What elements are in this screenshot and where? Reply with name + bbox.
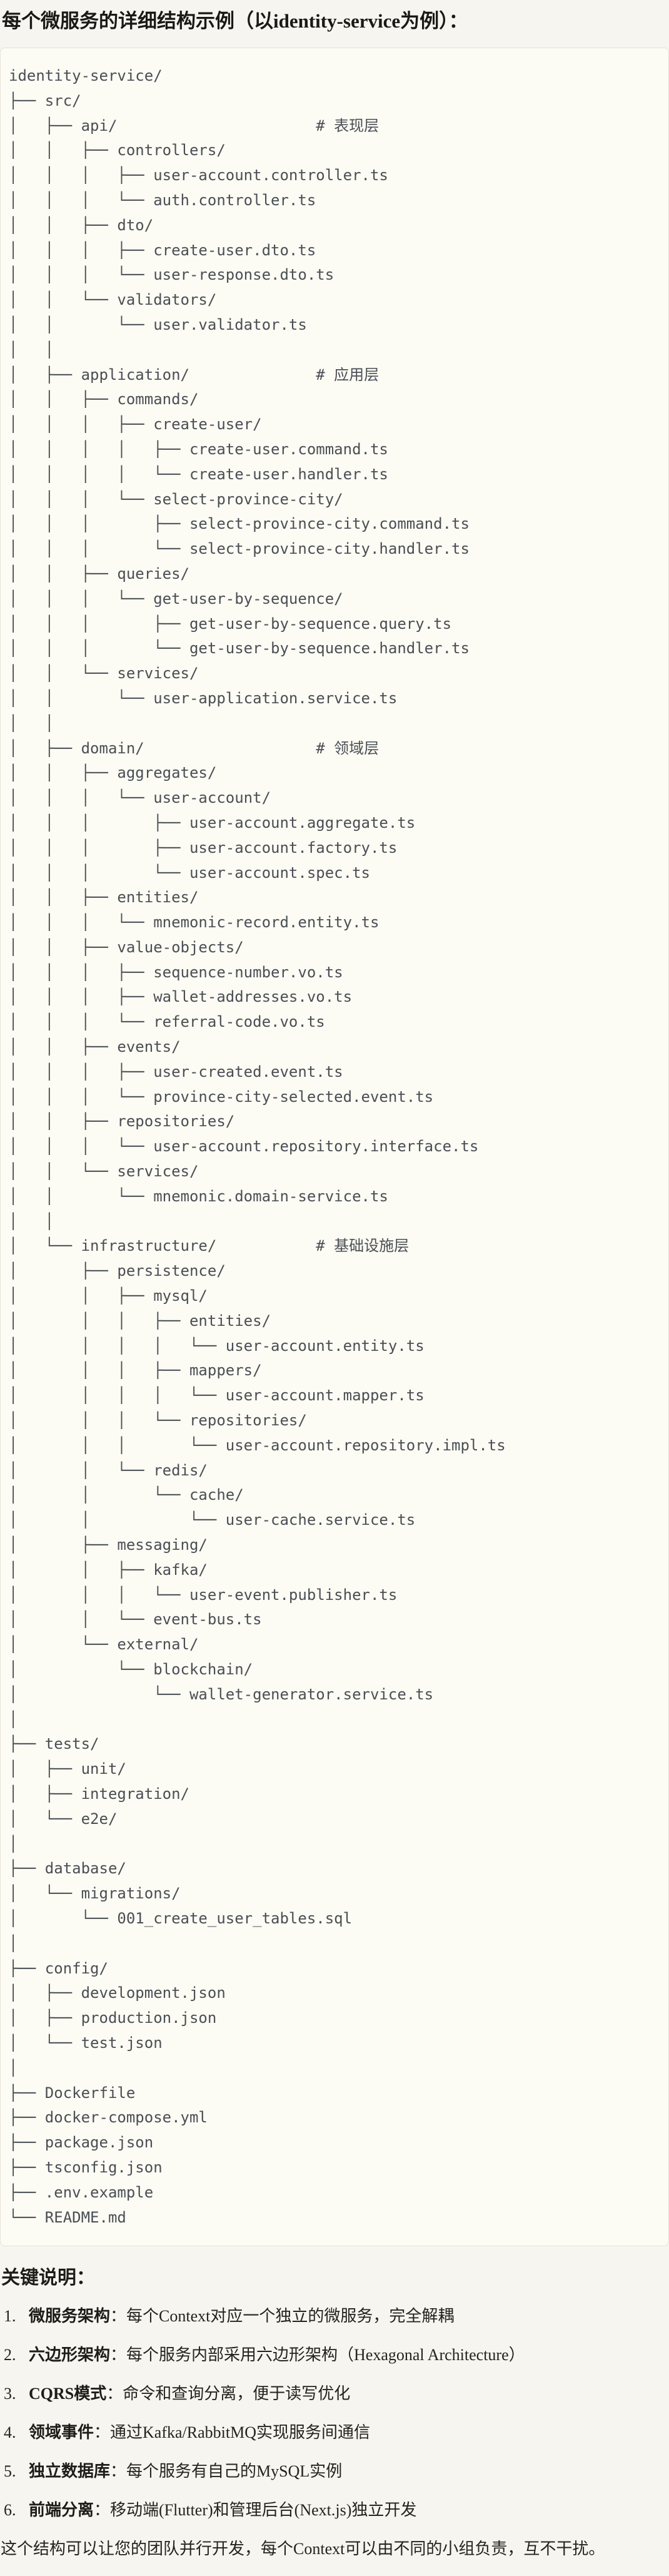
list-item: 1. 微服务架构：每个Context对应一个独立的微服务，完全解耦 xyxy=(3,2305,669,2328)
list-item-label: 独立数据库 xyxy=(29,2462,111,2481)
list-item: 2. 六边形架构：每个服务内部采用六边形架构（Hexagonal Architec… xyxy=(3,2344,669,2366)
list-item-label: 领域事件 xyxy=(29,2423,94,2442)
list-item-label: 前端分离 xyxy=(29,2501,94,2520)
directory-tree: identity-service/ ├── src/ │ ├── api/ # … xyxy=(9,67,506,2226)
list-item-number: 4. xyxy=(4,2423,16,2442)
list-item-number: 6. xyxy=(4,2501,16,2520)
list-item-label: 微服务架构 xyxy=(29,2307,111,2326)
list-item-number: 3. xyxy=(4,2385,16,2403)
list-item-text: ：通过Kafka/RabbitMQ实现服务间通信 xyxy=(94,2423,370,2442)
list-item-number: 1. xyxy=(4,2307,16,2326)
notes-list: 1. 微服务架构：每个Context对应一个独立的微服务，完全解耦 2. 六边形架构… xyxy=(3,2305,669,2522)
list-item: 6. 前端分离：移动端(Flutter)和管理后台(Next.js)独立开发 xyxy=(3,2499,669,2522)
list-item: 5. 独立数据库：每个服务有自己的MySQL实例 xyxy=(3,2460,669,2483)
list-item-text: ：每个服务有自己的MySQL实例 xyxy=(110,2462,343,2481)
list-item-number: 2. xyxy=(4,2346,16,2365)
list-item-text: ：每个Context对应一个独立的微服务，完全解耦 xyxy=(110,2307,455,2326)
list-item-text: ：移动端(Flutter)和管理后台(Next.js)独立开发 xyxy=(94,2501,417,2520)
notes-heading: 关键说明： xyxy=(1,2268,95,2289)
list-item-label: 六边形架构 xyxy=(29,2346,111,2365)
code-block: identity-service/ ├── src/ │ ├── api/ # … xyxy=(0,48,669,2247)
list-item-text: ：命令和查询分离，便于读写优化 xyxy=(106,2385,351,2403)
list-item: 3. CQRS模式：命令和查询分离，便于读写优化 xyxy=(3,2383,669,2405)
closing-paragraph: 这个结构可以让您的团队并行开发，每个Context可以由不同的小组负责，互不干扰… xyxy=(1,2540,605,2558)
page-title: 每个微服务的详细结构示例（以identity-service为例）： xyxy=(2,10,468,32)
list-item: 4. 领域事件：通过Kafka/RabbitMQ实现服务间通信 xyxy=(3,2421,669,2444)
list-item-text: ：每个服务内部采用六边形架构（Hexagonal Architecture） xyxy=(110,2346,525,2365)
list-item-number: 5. xyxy=(4,2462,16,2481)
list-item-label: CQRS模式 xyxy=(29,2385,107,2403)
